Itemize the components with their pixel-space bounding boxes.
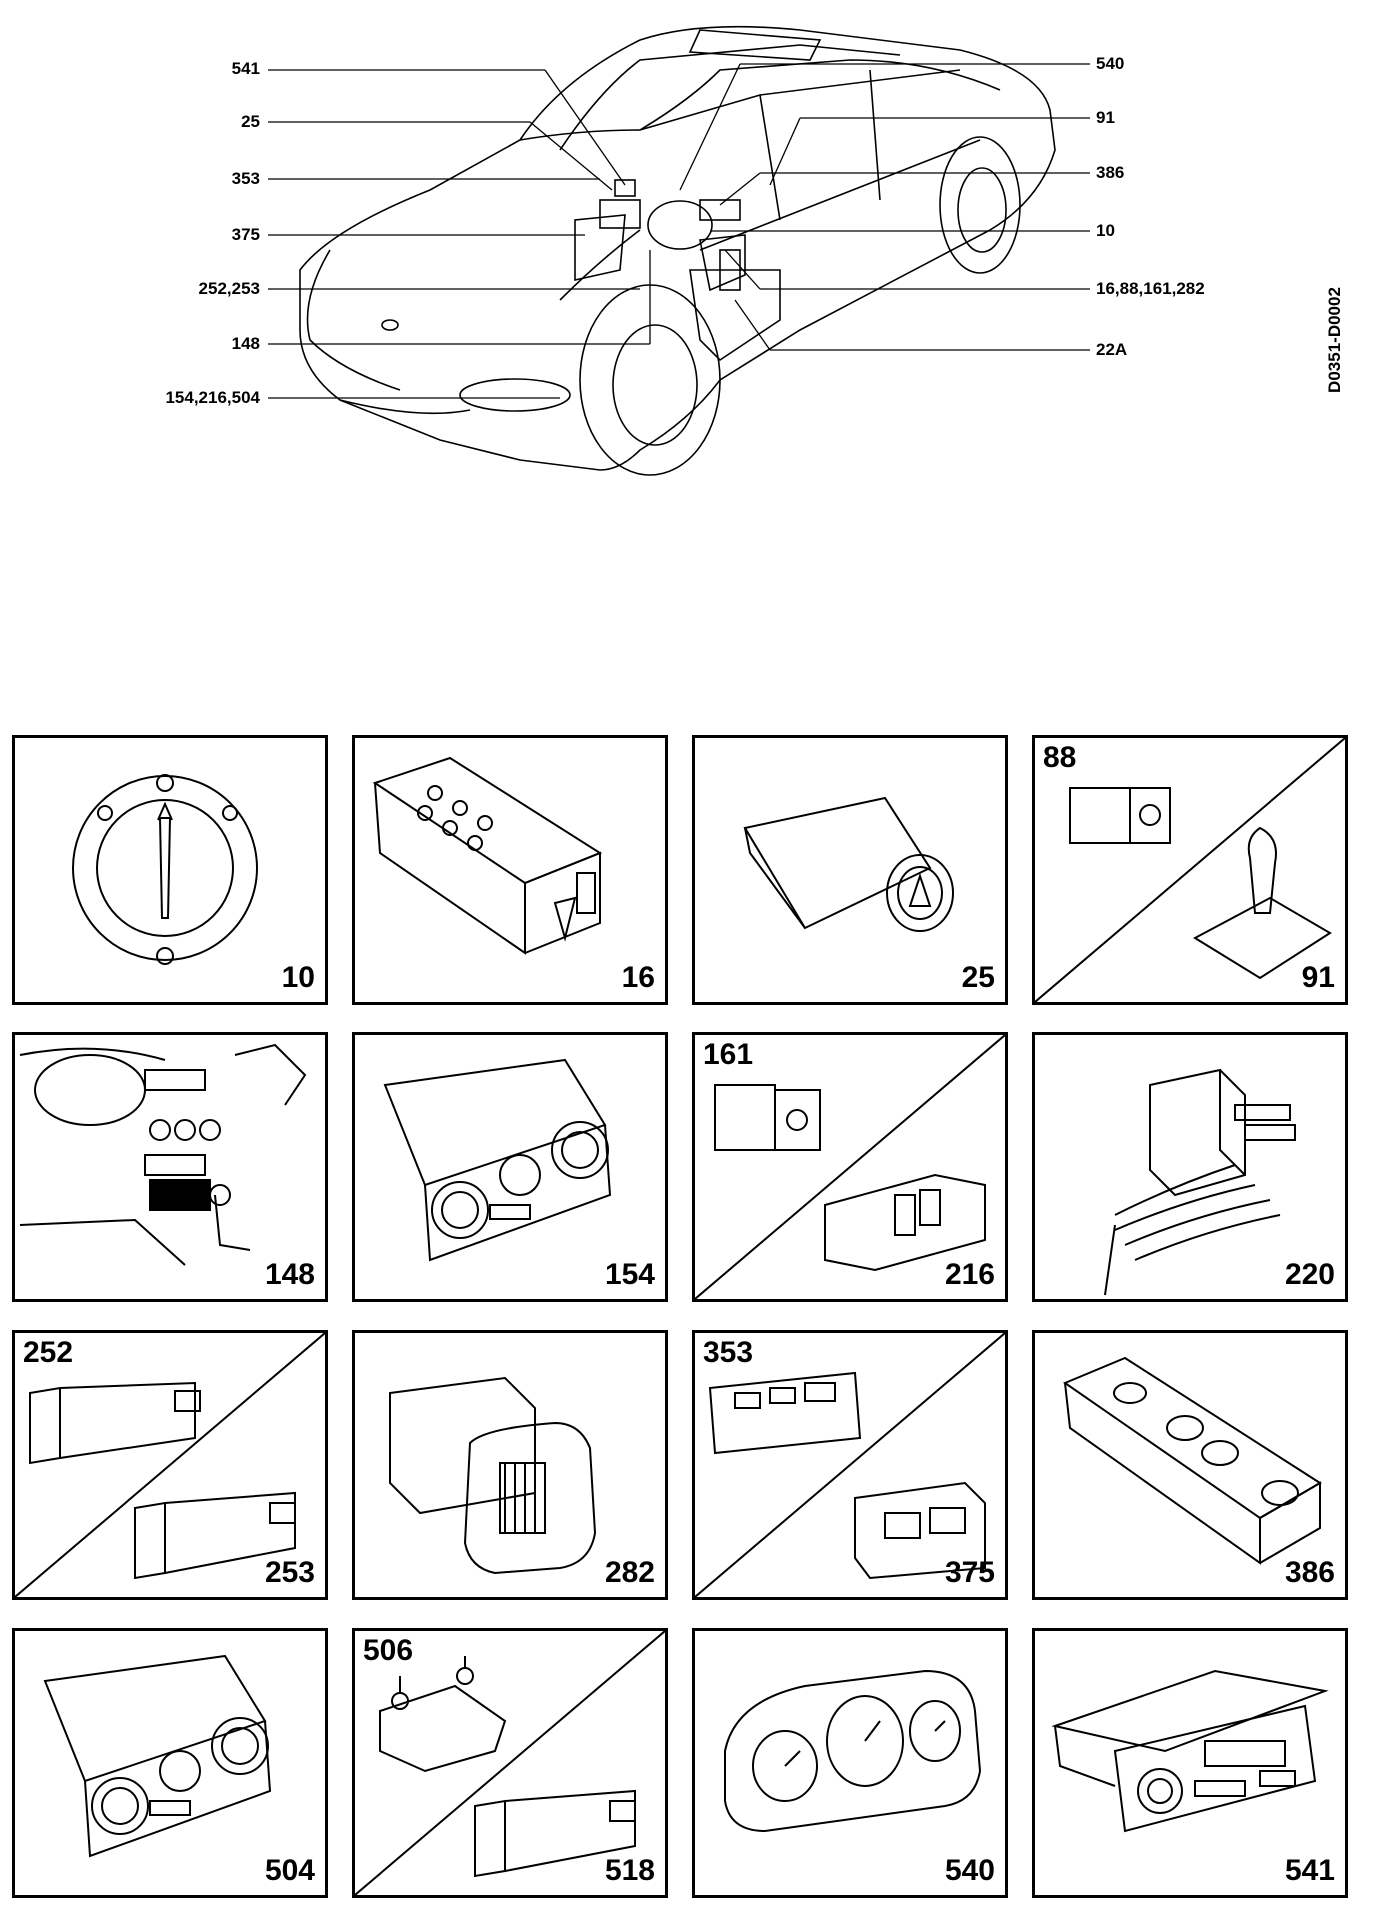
light-switch-icon <box>72 774 258 965</box>
panel-16: 16 <box>352 735 668 1005</box>
label-253: 253 <box>264 1556 315 1589</box>
label-148: 148 <box>264 1258 315 1291</box>
panel-506-518: 506 518 <box>352 1628 668 1898</box>
panel-282: 282 <box>352 1330 668 1600</box>
panel-161-216: 161 216 <box>692 1032 1008 1302</box>
drawing-code: D0351-D0002 <box>1325 287 1344 393</box>
car-overview-diagram: 541 25 353 375 252,253 148 154,216,504 5… <box>0 0 1376 520</box>
panel-220: 220 <box>1032 1032 1348 1302</box>
label-375: 375 <box>944 1556 995 1589</box>
callout-22a: 22A <box>1096 340 1128 359</box>
callout-16-88-161-282: 16,88,161,282 <box>1096 279 1205 298</box>
radio-unit-icon <box>1051 1669 1329 1833</box>
label-506: 506 <box>363 1634 414 1667</box>
label-540: 540 <box>944 1854 995 1887</box>
label-386: 386 <box>1284 1556 1335 1589</box>
callout-353: 353 <box>231 169 260 188</box>
panel-88-91: 88 91 <box>1032 735 1348 1005</box>
hazard-switch-icon <box>743 796 954 932</box>
callout-386: 386 <box>1096 163 1125 182</box>
climate-control-unit-icon <box>383 1058 612 1262</box>
label-216: 216 <box>944 1258 995 1291</box>
panel-148: 148 <box>12 1032 328 1302</box>
label-161: 161 <box>703 1038 754 1071</box>
label-16: 16 <box>621 961 655 994</box>
label-10: 10 <box>281 961 315 994</box>
label-541: 541 <box>1284 1854 1335 1887</box>
panel-540: 540 <box>692 1628 1008 1898</box>
switch-panel-icon <box>372 756 603 955</box>
climate-control-unit-icon <box>43 1654 272 1858</box>
car-outline-drawing <box>268 25 1090 476</box>
acc-panel-and-connector-icon <box>695 1333 1005 1597</box>
connector-harness-icon <box>1104 1068 1296 1296</box>
callout-10: 10 <box>1096 221 1115 240</box>
window-switch-panel-icon <box>1062 1356 1322 1565</box>
callout-154-216-504: 154,216,504 <box>165 388 260 407</box>
panel-10: 10 <box>12 735 328 1005</box>
label-504: 504 <box>264 1854 315 1887</box>
label-252: 252 <box>23 1336 74 1369</box>
panel-252-253: 252 253 <box>12 1330 328 1600</box>
panel-541: 541 <box>1032 1628 1348 1898</box>
callout-540: 540 <box>1096 54 1125 73</box>
panel-386: 386 <box>1032 1330 1348 1600</box>
label-154: 154 <box>604 1258 655 1291</box>
label-25: 25 <box>961 961 995 994</box>
callout-375: 375 <box>231 225 260 244</box>
callout-25: 25 <box>241 112 260 131</box>
dimmer-rheostat-icon <box>389 1376 597 1575</box>
label-91: 91 <box>1301 961 1335 994</box>
panel-154: 154 <box>352 1032 668 1302</box>
instrument-cluster-icon <box>724 1669 982 1833</box>
callout-252-253: 252,253 <box>198 279 260 298</box>
actuator-and-switch-icon <box>355 1631 665 1895</box>
fog-switch-and-acc-panel-icon <box>695 1035 1005 1299</box>
panel-353-375: 353 375 <box>692 1330 1008 1600</box>
callout-148: 148 <box>231 334 260 353</box>
label-518: 518 <box>604 1854 655 1887</box>
rocker-switches-icon <box>15 1333 325 1597</box>
callout-541: 541 <box>231 59 260 78</box>
callout-91: 91 <box>1096 108 1115 127</box>
label-282: 282 <box>604 1556 655 1589</box>
label-220: 220 <box>1284 1258 1335 1291</box>
panel-25: 25 <box>692 735 1008 1005</box>
dashboard-interior-icon <box>19 1043 307 1266</box>
label-88: 88 <box>1043 741 1077 774</box>
label-353: 353 <box>703 1336 754 1369</box>
panel-504: 504 <box>12 1628 328 1898</box>
fog-switch-and-gear-selector-icon <box>1035 738 1345 1002</box>
